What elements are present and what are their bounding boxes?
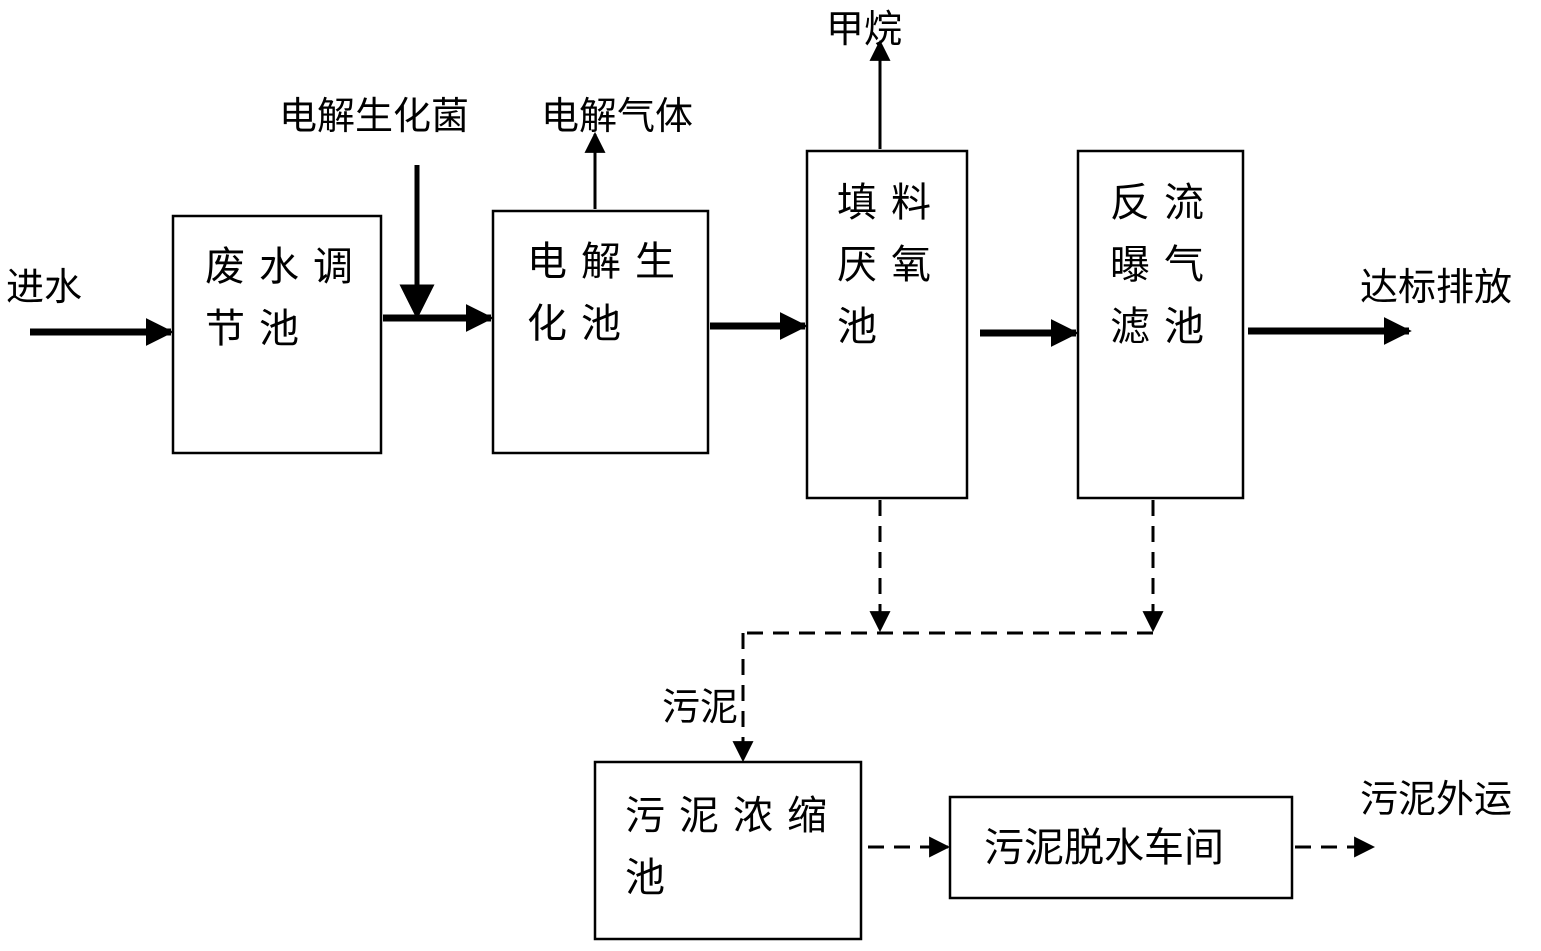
aeration-filter-label: 反流曝气滤池 — [1110, 172, 1218, 358]
electrolysis-tank-box — [491, 209, 710, 455]
anaerobic-line3: 池 — [837, 304, 891, 350]
methane-label: 甲烷 — [826, 7, 903, 51]
thickener-line2: 池 — [625, 855, 679, 901]
aeration-line3: 滤池 — [1110, 304, 1218, 350]
electrolysis-tank-label: 电解生化池 — [527, 231, 689, 355]
sludge-label: 污泥 — [662, 685, 739, 729]
aeration-line2: 曝气 — [1110, 242, 1218, 288]
inflow-label: 进水 — [6, 265, 83, 309]
electro-bacteria-label: 电解生化菌 — [279, 94, 470, 138]
electro-gas-label: 电解气体 — [541, 94, 694, 138]
anaerobic-tank-label: 填料厌氧池 — [837, 172, 945, 358]
aeration-line1: 反流 — [1110, 180, 1218, 226]
dewatering-line1: 污泥脱水车间 — [984, 825, 1224, 871]
discharge-label: 达标排放 — [1360, 265, 1513, 309]
electrolysis-line2: 化池 — [527, 301, 635, 347]
sludge-thickener-label: 污泥浓缩池 — [625, 785, 841, 909]
equalization-line2: 节池 — [205, 306, 313, 352]
sludge-dewatering-label: 污泥脱水车间 — [984, 817, 1224, 879]
thickener-line1: 污泥浓缩 — [625, 793, 841, 839]
sludge-thickener-box — [593, 760, 863, 941]
anaerobic-line2: 厌氧 — [837, 242, 945, 288]
anaerobic-line1: 填料 — [837, 180, 945, 226]
sludge-export-label: 污泥外运 — [1360, 777, 1513, 821]
equalization-tank-label: 废水调节池 — [205, 236, 367, 360]
equalization-line1: 废水调 — [205, 244, 367, 290]
electrolysis-line1: 电解生 — [527, 239, 689, 285]
